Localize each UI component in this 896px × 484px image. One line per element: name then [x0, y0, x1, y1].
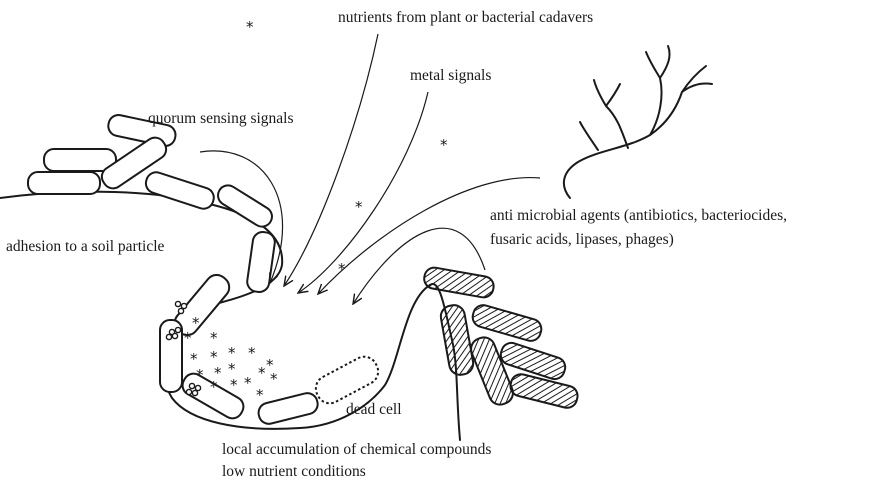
molecule-icon: *: [244, 374, 252, 392]
molecule-icon: *: [210, 378, 218, 396]
molecule-symbols: * * * * * * * * * * * * * * * * * * * * …: [184, 18, 448, 404]
granule: [172, 333, 177, 338]
bacterial-cell: [28, 172, 100, 194]
bacterial-cell-group-left: [28, 113, 276, 293]
granule: [195, 385, 200, 390]
granule: [186, 389, 191, 394]
molecule-icon: *: [184, 329, 192, 347]
molecule-icon: *: [355, 198, 363, 216]
granule: [175, 301, 180, 306]
arrow-metal: [298, 92, 428, 293]
bacterial-cell: [256, 391, 319, 426]
granule: [192, 390, 197, 395]
molecule-icon: *: [210, 329, 218, 347]
molecule-icon: *: [440, 136, 448, 154]
granule: [178, 308, 183, 313]
bacterial-cell: [44, 149, 116, 171]
molecule-icon: *: [192, 314, 200, 332]
label-antimicrobial-line2: fusaric acids, lipases, phages): [490, 231, 674, 248]
label-nutrients: nutrients from plant or bacterial cadave…: [338, 9, 593, 26]
molecule-icon: *: [246, 18, 254, 36]
label-antimicrobial-line1: anti microbial agents (antibiotics, bact…: [490, 207, 787, 224]
molecule-icon: *: [196, 366, 204, 384]
molecule-icon: *: [258, 364, 266, 382]
bacterial-cell: [214, 182, 275, 231]
label-adhesion: adhesion to a soil particle: [6, 238, 165, 255]
molecule-icon: *: [270, 370, 278, 388]
molecule-icon: *: [230, 376, 238, 394]
granule: [175, 327, 180, 332]
label-quorum-sensing: quorum sensing signals: [148, 110, 294, 127]
fungal-hypha: [564, 46, 712, 198]
label-accumulation-line2: low nutrient conditions: [222, 463, 366, 480]
arrow-nutrients: [284, 34, 378, 286]
hatched-cell-group: [423, 266, 580, 410]
bacterial-cell: [143, 170, 216, 212]
granule: [181, 303, 186, 308]
hatched-bacterial-cell: [423, 266, 496, 299]
molecule-icon: *: [248, 344, 256, 362]
hatched-bacterial-cell: [498, 340, 568, 381]
hatched-bacterial-cell: [439, 303, 475, 376]
bacterial-cell: [246, 231, 276, 293]
granule: [166, 334, 171, 339]
label-metal-signals: metal signals: [410, 67, 491, 84]
molecule-icon: *: [338, 260, 346, 278]
label-dead-cell: dead cell: [346, 401, 402, 418]
label-accumulation-line1: local accumulation of chemical compounds: [222, 441, 491, 458]
hatched-bacterial-cell: [508, 372, 579, 410]
bacterial-cell-group-cavity: [160, 270, 320, 425]
granule: [189, 383, 194, 388]
molecule-icon: *: [256, 386, 264, 404]
